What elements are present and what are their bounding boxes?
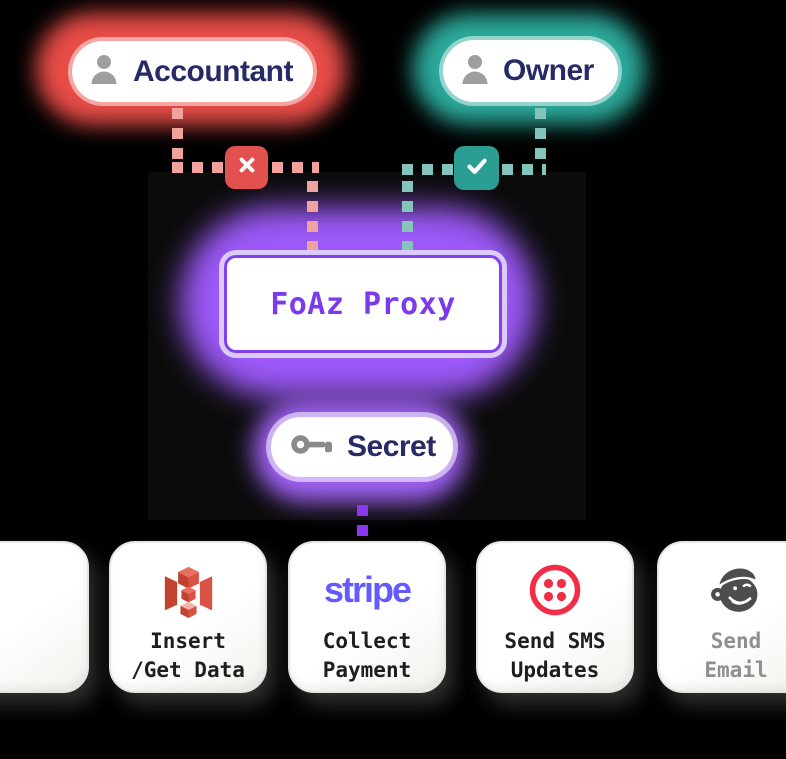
proxy-label: FoAz Proxy <box>270 286 456 322</box>
connector-owner-down <box>535 108 546 159</box>
person-icon <box>90 54 118 89</box>
secret-pill: Secret <box>271 417 453 477</box>
service-label-line1: Send SMS <box>504 629 606 653</box>
service-label-line2: Payment <box>322 658 412 682</box>
service-label-line1: Send <box>710 629 762 653</box>
service-card-twilio: Send SMS Updates <box>476 541 634 693</box>
service-card-label: Insert /Get Data <box>131 627 245 685</box>
check-icon <box>463 152 491 185</box>
person-icon <box>461 54 489 89</box>
key-icon <box>291 433 333 461</box>
stripe-wordmark: stripe <box>323 569 412 610</box>
service-label-line2: Email <box>704 658 768 682</box>
secret-label: Secret <box>347 430 436 463</box>
access-denied-badge <box>225 146 268 189</box>
service-card-label: Send SMS Updates <box>504 627 605 685</box>
twilio-icon <box>529 561 581 619</box>
actor-pill-accountant: Accountant <box>72 41 313 102</box>
actor-label: Accountant <box>133 54 294 88</box>
actor-label: Owner <box>503 54 594 87</box>
service-card-mailchimp: Send Email <box>657 541 786 693</box>
service-label-line1: Collect <box>322 629 412 653</box>
service-label-line2: Updates <box>510 658 600 682</box>
cross-icon <box>234 152 260 183</box>
connector-accountant-down <box>172 108 183 159</box>
actor-pill-owner: Owner <box>443 40 618 102</box>
access-granted-badge <box>454 146 499 190</box>
service-card-aws-s3: Insert /Get Data <box>109 541 267 693</box>
connector-owner-to-proxy <box>402 181 413 252</box>
aws-s3-icon <box>162 561 215 619</box>
service-card-label: Send Email <box>704 627 767 685</box>
connector-secret-to-service <box>357 505 368 536</box>
service-label-line2: /Get Data <box>131 658 245 682</box>
connector-accountant-to-proxy <box>307 181 318 252</box>
service-card-blank <box>0 541 89 693</box>
mailchimp-icon <box>708 561 764 619</box>
service-card-stripe: stripe Collect Payment <box>288 541 446 693</box>
proxy-box: FoAz Proxy <box>224 255 502 353</box>
service-label-line1: Insert <box>150 629 226 653</box>
service-card-label: Collect Payment <box>323 627 412 685</box>
